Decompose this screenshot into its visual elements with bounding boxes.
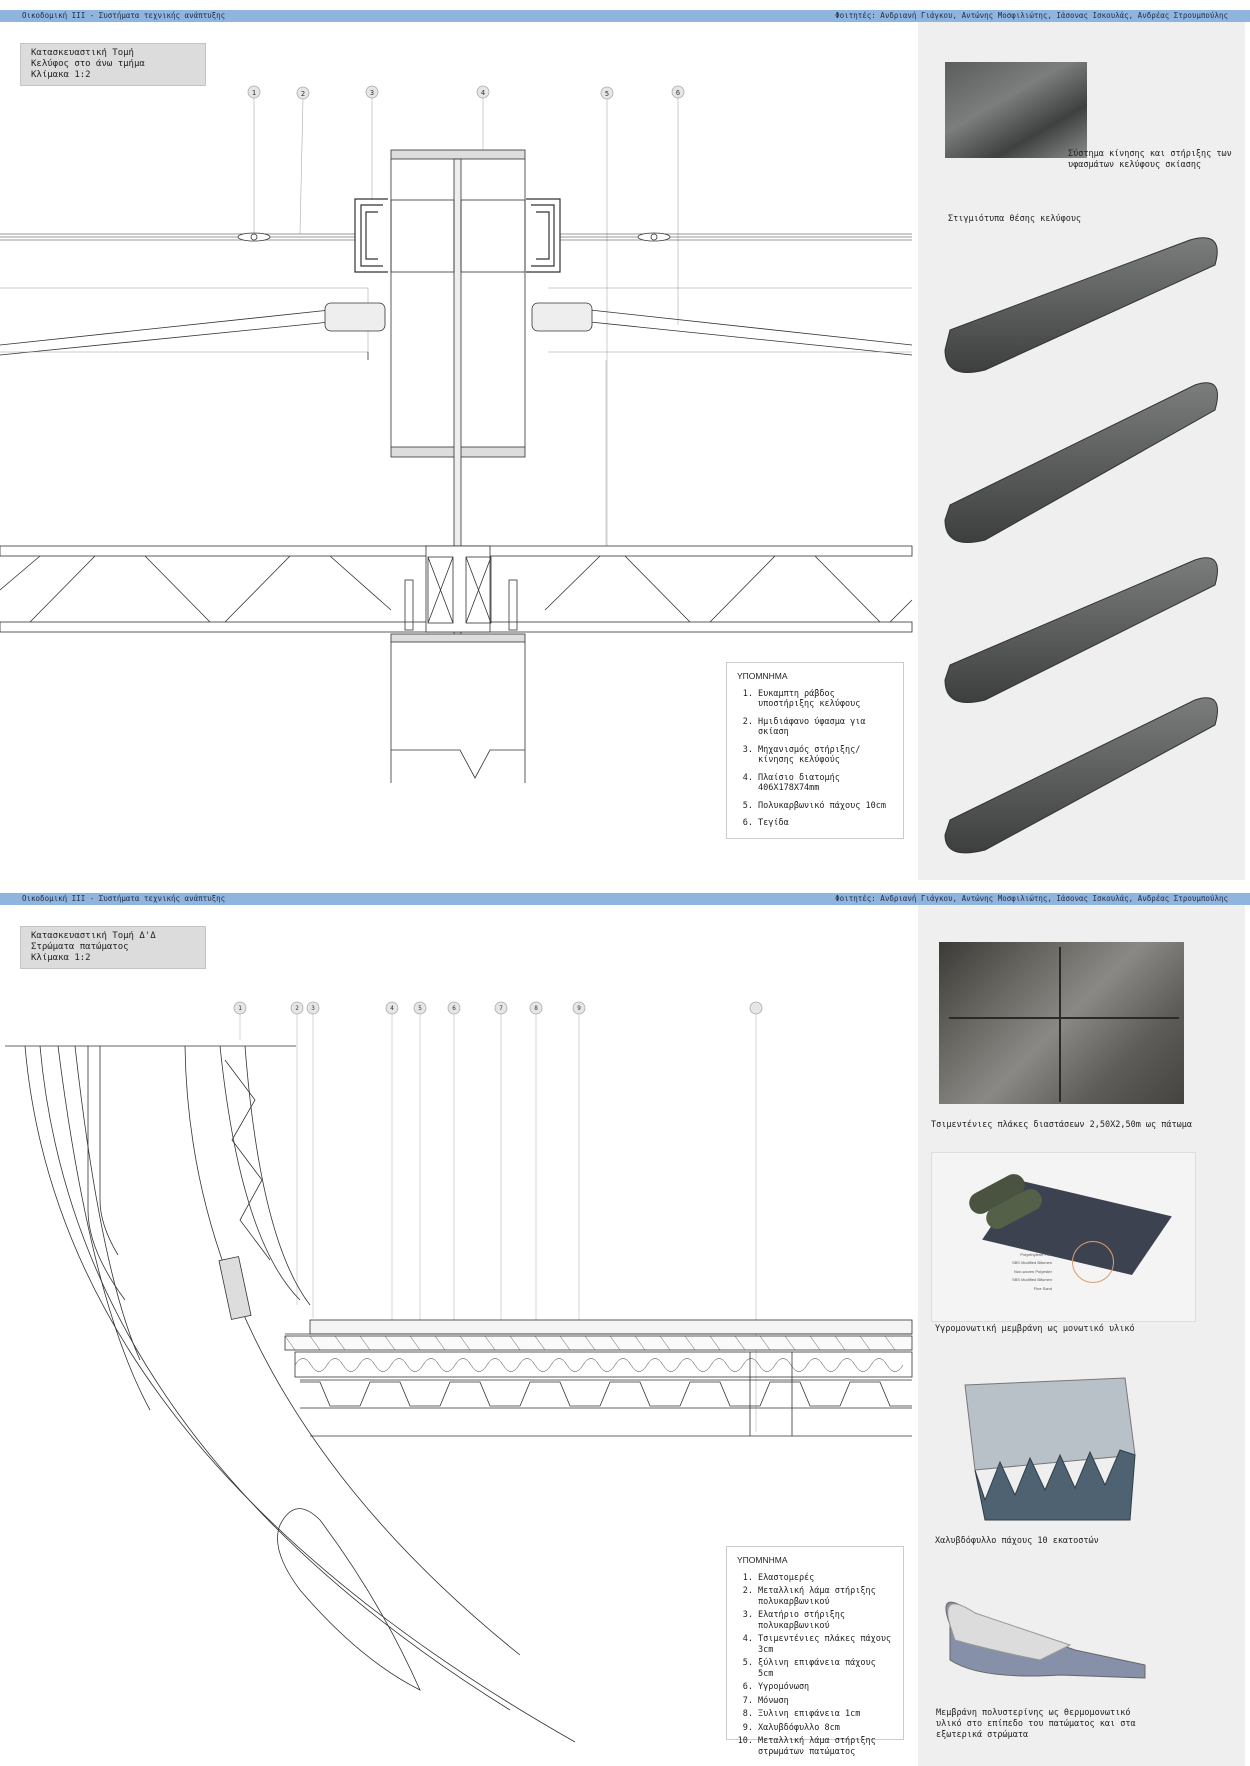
legend-heading: ΥΠΟΜΝΗΜΑ <box>737 1555 788 1565</box>
tiles-caption: Τσιμεντένιες πλάκες διαστάσεων 2,50Χ2,50… <box>931 1120 1192 1130</box>
section-title-box: Κατασκευαστική Τομή Δ'Δ Στρώματα πατώματ… <box>20 926 206 969</box>
svg-text:6: 6 <box>452 1005 456 1012</box>
scale-label: Κλίμακα 1:2 <box>31 953 91 963</box>
mechanism-render <box>945 62 1087 158</box>
svg-text:4: 4 <box>390 1005 394 1012</box>
callout-marker: 3 <box>365 85 379 99</box>
svg-text:1: 1 <box>252 89 256 97</box>
polystyrene-caption: Μεμβράνη πολυστερίνης ως θερμομονωτικό υ… <box>936 1708 1136 1740</box>
legend-item: 10.Μεταλλική λάμα στήριξης στρωμάτων πατ… <box>737 1736 876 1757</box>
title-line: Κατασκευαστική Τομή Δ'Δ <box>31 931 156 941</box>
legend-item: 1.Ελαστομερές <box>742 1572 815 1583</box>
legend-item: 4.Τσιμεντένιες πλάκες πάχους 3cm <box>742 1634 892 1655</box>
callout-marker: 6 <box>671 85 685 99</box>
concrete-tiles-photo <box>939 942 1184 1104</box>
membrane-caption: Υγρομονωτική μεμβράνη ως μονωτικό υλικό <box>935 1324 1135 1334</box>
callout-marker: 3 <box>306 1001 320 1015</box>
section-title-box: Κατασκευαστική Τομή Κελύφος στο άνω τμήμ… <box>20 43 206 86</box>
callout-marker: 4 <box>385 1001 399 1015</box>
mechanism-caption: Σύστημα κίνησης και στήριξης των υφασμάτ… <box>1068 149 1232 170</box>
legend-item: 5.Πολυκαρβωνικό πάχους 10cm <box>742 800 886 811</box>
callout-marker: 1 <box>247 85 261 99</box>
callout-marker: 2 <box>296 86 310 100</box>
course-title: Οικοδομική ΙΙΙ - Συστήματα τεχνικής ανάπ… <box>22 894 226 903</box>
callout-marker: 5 <box>413 1001 427 1015</box>
svg-text:3: 3 <box>311 1005 315 1012</box>
callout-markers: 1 2 3 4 5 6 <box>247 85 685 100</box>
callout-markers: 1 2 3 4 5 6 7 8 9 <box>233 1001 763 1015</box>
shell-snapshots <box>944 237 1218 854</box>
header-bar: Οικοδομική ΙΙΙ - Συστήματα τεχνικής ανάπ… <box>0 10 1250 22</box>
course-title: Οικοδομική ΙΙΙ - Συστήματα τεχνικής ανάπ… <box>22 11 226 20</box>
header-bar: Οικοδομική ΙΙΙ - Συστήματα τεχνικής ανάπ… <box>0 893 1250 905</box>
svg-text:2: 2 <box>295 1005 299 1012</box>
title-line: Κατασκευαστική Τομή <box>31 48 134 58</box>
legend-item: 6.Τεγίδα <box>742 818 789 828</box>
svg-text:8: 8 <box>534 1005 538 1012</box>
legend-box: ΥΠΟΜΝΗΜΑ 1.Ελαστομερές 2.Μεταλλική λάμα … <box>726 1546 904 1757</box>
legend-item: 2.Μεταλλική λάμα στήριξης πολυκαρβωνικού <box>742 1586 876 1607</box>
snapshots-caption: Στιγμιότυπα θέσης κελύφους <box>948 214 1082 224</box>
callout-marker: 8 <box>529 1001 543 1015</box>
callout-marker <box>749 1001 763 1015</box>
callout-marker: 2 <box>290 1001 304 1015</box>
steel-deck-caption: Χαλυβδόφυλλο πάχους 10 εκατοστών <box>935 1536 1099 1546</box>
shell-snapshot <box>944 557 1218 703</box>
students: Φοιτητές: Ανδριανή Γιάγκου, Αντώνης Μοσφ… <box>835 894 1228 903</box>
legend-item: 6.Υγρομόνωση <box>742 1682 810 1692</box>
legend-item: 3.Ελατήριο στήριξης πολυκαρβωνικού <box>742 1610 845 1631</box>
legend-item: 7.Μόνωση <box>742 1695 789 1706</box>
legend-item: 9.Χαλυβδόφυλλο 8cm <box>742 1722 840 1733</box>
svg-text:6: 6 <box>676 89 680 97</box>
callout-marker: 7 <box>494 1001 508 1015</box>
scale-label: Κλίμακα 1:2 <box>31 70 91 80</box>
students: Φοιτητές: Ανδριανή Γιάγκου, Αντώνης Μοσφ… <box>835 11 1228 20</box>
svg-text:9: 9 <box>577 1005 581 1012</box>
shell-snapshot <box>944 382 1218 543</box>
title-line: Στρώματα πατώματος <box>31 942 129 952</box>
legend-heading: ΥΠΟΜΝΗΜΑ <box>737 671 788 681</box>
svg-text:3: 3 <box>370 89 374 97</box>
title-line: Κελύφος στο άνω τμήμα <box>31 59 145 69</box>
svg-text:1: 1 <box>238 1005 242 1012</box>
callout-marker: 6 <box>447 1001 461 1015</box>
legend-item: 8.Ξυλινη επιφάνεια 1cm <box>742 1709 861 1719</box>
legend-box: ΥΠΟΜΝΗΜΑ 1.Ευκαμπτη ράβδος υποστήριξης κ… <box>726 662 904 839</box>
callout-marker: 4 <box>476 85 490 99</box>
callout-marker: 5 <box>600 86 614 100</box>
svg-text:5: 5 <box>418 1005 422 1012</box>
svg-text:2: 2 <box>301 90 305 98</box>
legend-item: 5.ξύλινη επιφάνεια πάχους 5cm <box>742 1658 876 1679</box>
legend-item: 1.Ευκαμπτη ράβδος υποστήριξης κελύφους <box>742 688 861 710</box>
legend-item: 2.Ημιδιάφανο ύφασμα για σκίαση <box>742 716 866 738</box>
callout-marker: 1 <box>233 1001 247 1015</box>
shell-snapshot <box>944 237 1218 373</box>
svg-text:5: 5 <box>605 90 609 98</box>
callout-marker: 9 <box>572 1001 586 1015</box>
legend-item: 4.Πλαίσιο διατομής 406Χ178Χ74mm <box>742 772 840 794</box>
shell-snapshot <box>944 697 1218 854</box>
svg-text:4: 4 <box>481 89 485 97</box>
svg-text:7: 7 <box>499 1005 503 1012</box>
legend-item: 3.Μηχανισμός στήριξης/κίνησης κελύφούς <box>742 744 861 766</box>
